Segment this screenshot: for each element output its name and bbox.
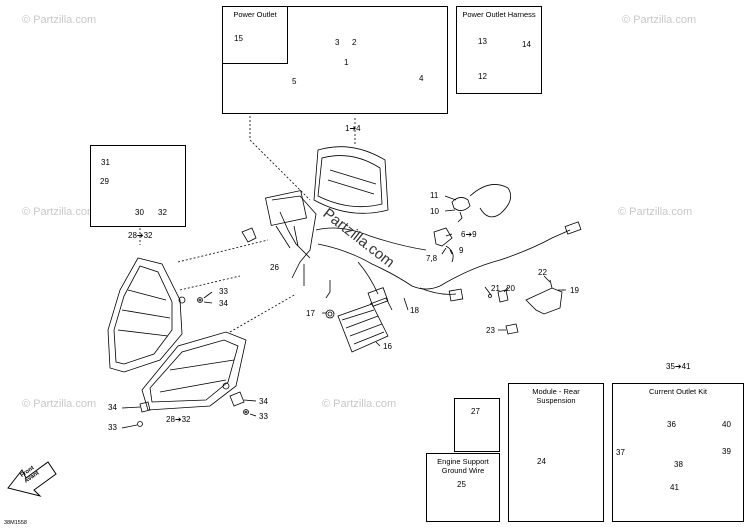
part-label: 11 [430,191,439,200]
part-label: 34 [259,397,268,406]
watermark: © Partzilla.com [22,206,97,218]
part-label: 12 [478,72,487,81]
part-label: 33 [219,287,228,296]
front-arrow-icon [7,461,57,497]
part-label: 33 [108,423,117,432]
part-label: 41 [670,483,679,492]
grommet-box [454,398,500,452]
watermark: © Partzilla.com [618,206,693,218]
part-label: 32 [158,208,167,217]
part-label: 27 [471,407,480,416]
part-label: 26 [270,263,279,272]
watermark: © Partzilla.com [622,14,697,26]
part-label: 20 [506,284,515,293]
part-label: 4 [419,74,424,83]
part-label: 34 [108,403,117,412]
part-label: 2 [352,38,357,47]
part-label: 37 [616,448,625,457]
headlight-bulb-box [90,145,186,227]
part-label: 17 [306,309,315,318]
part-label: 28➔32 [166,415,191,424]
power-outlet-subbox: Power Outlet [222,6,288,64]
part-label: 6➔9 [461,230,477,239]
power-outlet-harness-box: Power Outlet Harness [456,6,542,94]
part-label: 23 [486,326,495,335]
part-label: 25 [457,480,466,489]
part-label: 24 [537,457,546,466]
part-label: 35➔41 [666,362,691,371]
part-label: 5 [292,77,297,86]
engine-support-box: Engine Support Ground Wire [426,453,500,522]
part-label: 1➔4 [345,124,361,133]
part-label: 7,8 [426,254,438,263]
part-label: 40 [722,420,731,429]
engine-support-title: Engine Support Ground Wire [437,457,489,475]
part-label: 29 [100,177,109,186]
current-outlet-kit-box: Current Outlet Kit [612,383,744,522]
part-label: 38 [674,460,683,469]
part-label: 15 [234,34,243,43]
part-label: 9 [459,246,464,255]
watermark: © Partzilla.com [22,14,97,26]
figure-id: 38M1558 [4,520,27,526]
part-label: 3 [335,38,340,47]
part-label: 36 [667,420,676,429]
module-rear-suspension-box: Module - Rear Suspension [508,383,604,522]
part-label: 18 [410,306,419,315]
watermark: © Partzilla.com [22,398,97,410]
part-label: 33 [259,412,268,421]
part-label: 13 [478,37,487,46]
power-outlet-title: Power Outlet [233,10,277,19]
part-label: 22 [538,268,547,277]
module-rear-suspension-title: Module - Rear Suspension [532,387,580,405]
power-outlet-harness-title: Power Outlet Harness [462,10,536,19]
current-outlet-kit-title: Current Outlet Kit [649,387,707,396]
part-label: 21 [491,284,500,293]
watermark: © Partzilla.com [322,398,397,410]
part-label: 28➔32 [128,231,153,240]
part-label: 16 [383,342,392,351]
part-label: 1 [344,58,349,67]
part-label: 31 [101,158,110,167]
part-label: 14 [522,40,531,49]
part-label: 10 [430,207,439,216]
part-label: 39 [722,447,731,456]
part-label: 34 [219,299,228,308]
part-label: 30 [135,208,144,217]
part-label: 19 [570,286,579,295]
